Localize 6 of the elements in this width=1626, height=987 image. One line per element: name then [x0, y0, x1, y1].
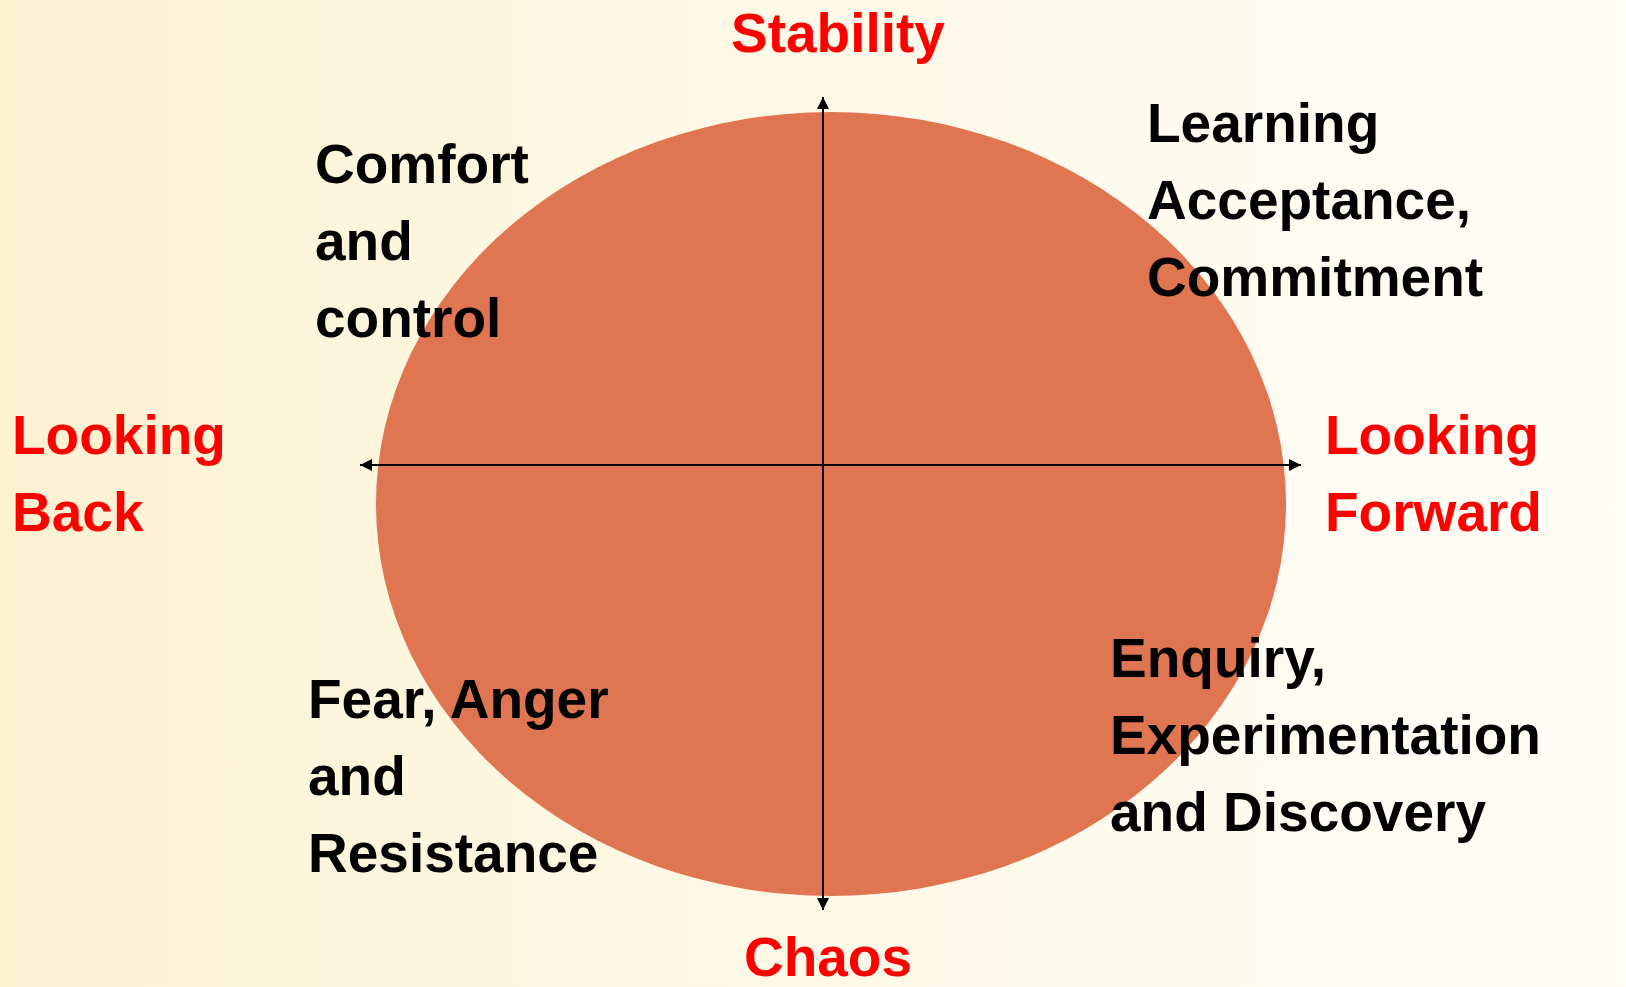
axis-label: Looking Forward — [1325, 403, 1543, 545]
axis-label: Looking Back — [12, 403, 227, 545]
axis-label: Chaos — [742, 929, 914, 985]
axis-label: Stability — [730, 1, 946, 66]
quadrant-label: Fear, Anger and Resistance — [308, 667, 610, 886]
quadrant-label: Comfort and control — [315, 132, 530, 351]
